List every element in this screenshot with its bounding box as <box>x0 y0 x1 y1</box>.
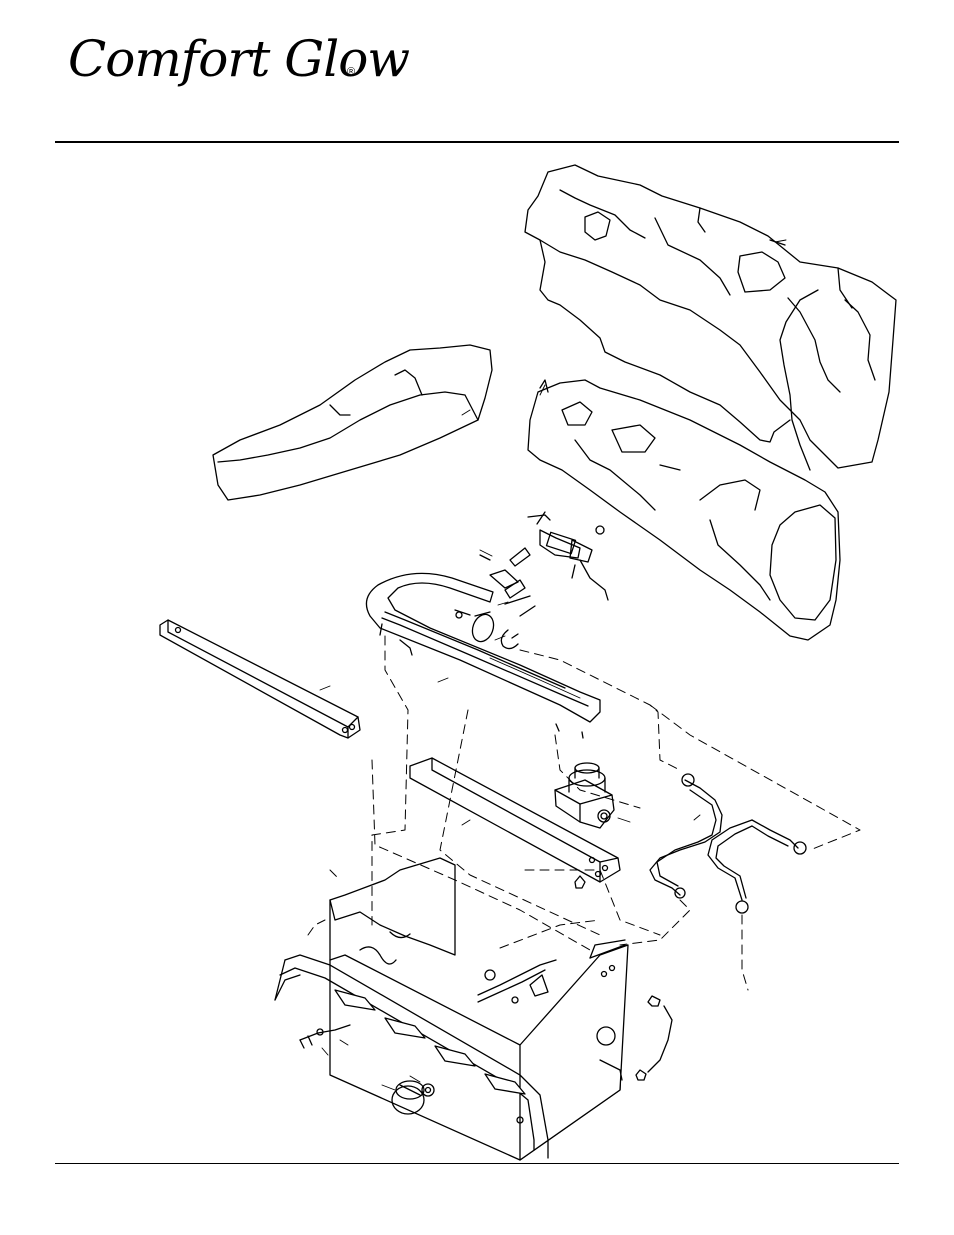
top-log <box>213 345 492 500</box>
burner <box>366 573 600 738</box>
piezo-igniter <box>478 960 556 1003</box>
thermocouple <box>300 1025 350 1048</box>
grate <box>275 932 548 1158</box>
gas-line-right <box>708 820 806 913</box>
front-log <box>528 380 840 640</box>
gas-line-left <box>650 774 722 898</box>
bracket <box>160 620 360 738</box>
burner-clip <box>469 611 518 648</box>
footer-rule <box>55 1163 899 1164</box>
pilot-assembly <box>480 512 608 616</box>
regulator-valve <box>555 763 614 828</box>
control-knob <box>392 1081 434 1114</box>
